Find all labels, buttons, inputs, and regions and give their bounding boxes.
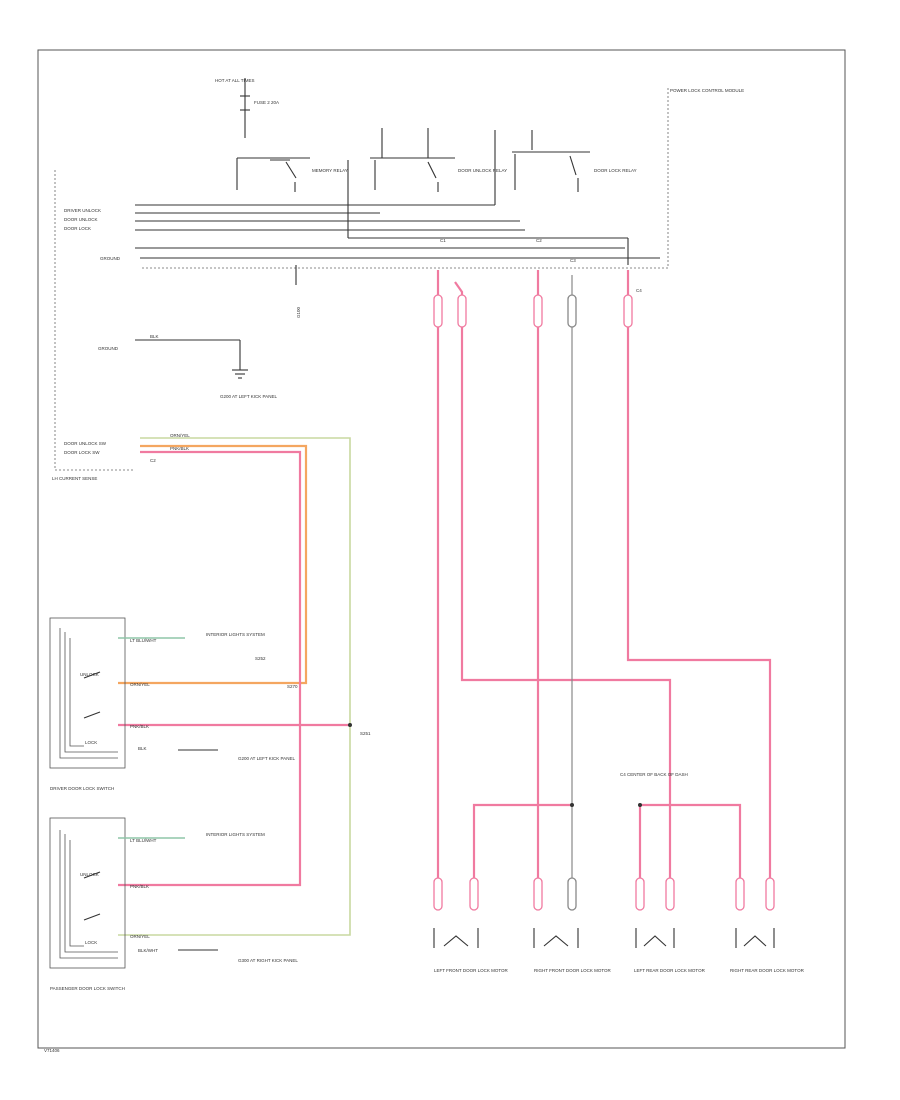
lower-input-1: DOOR UNLOCK SW: [64, 441, 107, 446]
module-input-4: GROUND: [100, 256, 121, 261]
driver-wire-2: ORN/YEL: [130, 682, 150, 687]
connector-pins: [433, 294, 775, 911]
connector-c4: C4: [636, 288, 642, 293]
actuator-wires: [436, 270, 772, 885]
relay-unlock: DOOR UNLOCK RELAY: [370, 128, 507, 192]
passenger-switch: UNLOCK LOCK LT BLU/WHT PNK/BLK ORN/YEL B…: [49, 817, 298, 991]
passenger-wire-4: BLK/WHT: [138, 948, 158, 953]
connector-c2: C2: [536, 238, 542, 243]
passenger-ground: G300 AT RIGHT KICK PANEL: [238, 958, 298, 963]
lower-ground-symbol: G200 AT LEFT KICK PANEL: [220, 394, 277, 399]
passenger-wire-3: ORN/YEL: [130, 934, 150, 939]
fuse-label: FUSE 2 20A: [254, 100, 279, 105]
wire-orange-unlock: [118, 444, 308, 685]
module-input-2: DOOR UNLOCK: [64, 217, 98, 222]
lower-ground-wire: BLK: [150, 334, 159, 339]
lower-wire-color-2: PNK/BLK: [170, 446, 189, 451]
motor-label-rf: RIGHT FRONT DOOR LOCK MOTOR: [534, 968, 612, 973]
module-boundary-top: [140, 88, 669, 269]
driver-switch: UNLOCK LOCK LT BLU/WHT ORN/YEL PNK/BLK B…: [49, 617, 295, 791]
splice-label-s251: S251: [360, 731, 371, 736]
passenger-contact-lock: LOCK: [85, 940, 97, 945]
passenger-wire-2: PNK/BLK: [130, 884, 149, 889]
lower-ground-input: GROUND: [98, 346, 119, 351]
lower-input-2: DOOR LOCK SW: [64, 450, 100, 455]
relay-memory: MEMORY RELAY: [236, 157, 348, 192]
relay-label-unlock: DOOR UNLOCK RELAY: [458, 168, 507, 173]
splice-label-s252: S252: [255, 656, 266, 661]
module-boundary-left: [54, 170, 135, 471]
relay-label-lock: DOOR LOCK RELAY: [594, 168, 637, 173]
lower-module-title: LH CURRENT SENSE: [52, 476, 97, 481]
relay-lock: DOOR LOCK RELAY: [512, 130, 637, 192]
motor-label-rr: RIGHT REAR DOOR LOCK MOTOR: [730, 968, 805, 973]
module-input-labels: DRIVER UNLOCK DOOR UNLOCK DOOR LOCK GROU…: [64, 208, 121, 261]
module-bus: [135, 130, 660, 265]
lower-ground: GROUND BLK G200 AT LEFT KICK PANEL: [98, 334, 277, 399]
passenger-wire-1: LT BLU/WHT: [130, 838, 157, 843]
lower-note: C2: [150, 458, 156, 463]
motor-label-lf: LEFT FRONT DOOR LOCK MOTOR: [434, 968, 509, 973]
lower-module-inputs: DOOR UNLOCK SW DOOR LOCK SW C2 LH CURREN…: [52, 433, 190, 481]
driver-contact-lock: LOCK: [85, 740, 97, 745]
motor-left-rear: LEFT REAR DOOR LOCK MOTOR: [634, 928, 706, 973]
driver-illum-label: INTERIOR LIGHTS SYSTEM: [206, 632, 265, 637]
driver-ground: G200 AT LEFT KICK PANEL: [238, 756, 295, 761]
passenger-contact-unlock: UNLOCK: [80, 872, 99, 877]
ground-g100: G100: [295, 265, 301, 318]
relay-label-memory: MEMORY RELAY: [312, 168, 348, 173]
fuse-feed: HOT AT ALL TIMES FUSE 2 20A: [215, 78, 279, 138]
wire-pink-unlock-pass: [118, 450, 302, 887]
driver-contact-unlock: UNLOCK: [80, 672, 99, 677]
driver-switch-title: DRIVER DOOR LOCK SWITCH: [50, 786, 114, 791]
diagram-reference: V71406: [44, 1048, 60, 1053]
fuse-feed-label: HOT AT ALL TIMES: [215, 78, 255, 83]
motor-right-front: RIGHT FRONT DOOR LOCK MOTOR: [533, 928, 612, 973]
module-title: POWER LOCK CONTROL MODULE: [670, 88, 744, 93]
motor-left-front: LEFT FRONT DOOR LOCK MOTOR: [433, 928, 509, 973]
ground-g100-label: G100: [296, 306, 301, 318]
connector-c3: C3: [570, 258, 576, 263]
passenger-switch-title: PASSENGER DOOR LOCK SWITCH: [50, 986, 125, 991]
diagram-border: [37, 49, 846, 1049]
passenger-illum-label: INTERIOR LIGHTS SYSTEM: [206, 832, 265, 837]
driver-splice: S270: [287, 684, 298, 689]
motor-right-rear: RIGHT REAR DOOR LOCK MOTOR: [730, 928, 805, 973]
module-input-3: DOOR LOCK: [64, 226, 91, 231]
driver-wire-4: BLK: [138, 746, 147, 751]
driver-wire-1: LT BLU/WHT: [130, 638, 157, 643]
splice-dot: [348, 723, 352, 727]
rear-connector-label: C4 CENTER OF BACK OF DASH: [620, 772, 688, 777]
motor-label-lr: LEFT REAR DOOR LOCK MOTOR: [634, 968, 706, 973]
driver-wire-3: PNK/BLK: [130, 724, 149, 729]
lower-wire-color-1: ORN/YEL: [170, 433, 190, 438]
connector-c1: C1: [440, 238, 446, 243]
wire-green-lock: [118, 437, 351, 936]
module-input-1: DRIVER UNLOCK: [64, 208, 101, 213]
